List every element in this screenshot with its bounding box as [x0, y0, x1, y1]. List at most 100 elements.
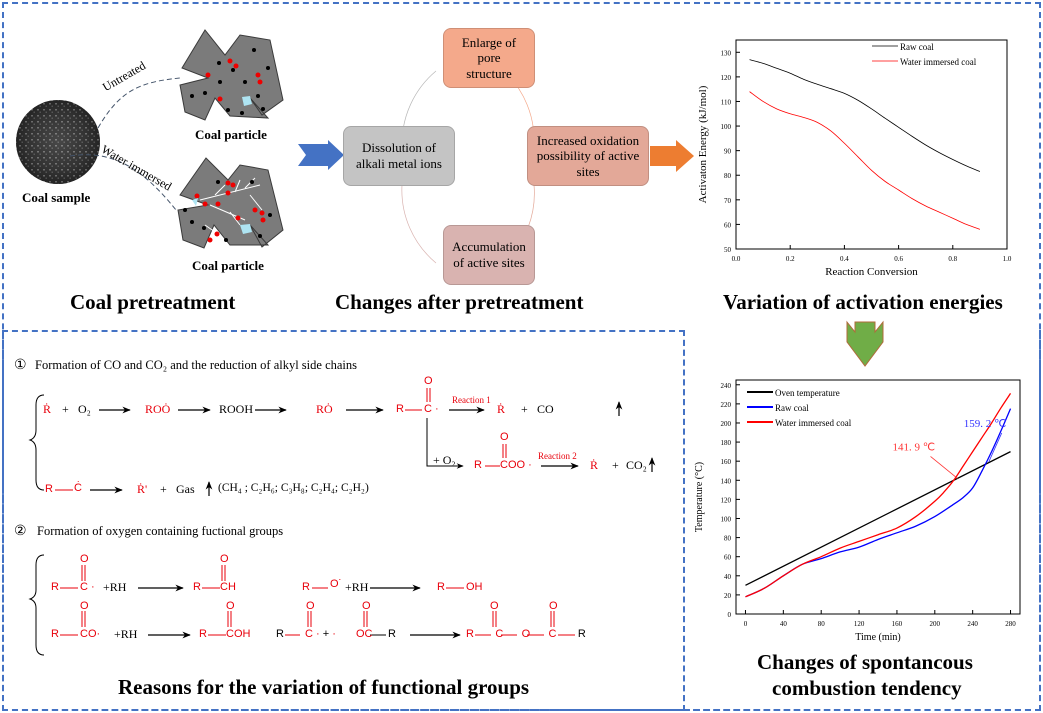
annotation-label: 159. 2 ℃	[964, 418, 1007, 430]
legend-label: Water immersed coal	[775, 418, 852, 428]
y-tick-label: 110	[721, 98, 732, 106]
fg-o-radical: O˙	[330, 578, 343, 590]
species-co: CO	[537, 402, 554, 416]
series-line-water-immersed-coal	[749, 91, 981, 230]
enlarge-pore-box: Enlarge of pore structure	[443, 28, 535, 88]
fg-anhydride: R C O C R	[466, 628, 586, 640]
plus-3: +	[612, 458, 619, 472]
y-tick-label: 80	[724, 172, 732, 180]
functional-groups-title: Reasons for the variation of functional …	[118, 675, 530, 699]
species-co2: CO₂	[626, 458, 647, 472]
fg-oh: OH	[466, 581, 483, 593]
annotation-arrow	[988, 432, 1003, 463]
species-o2: O₂	[78, 402, 91, 416]
section2-heading: Formation of oxygen containing fuctional…	[37, 524, 284, 538]
y-tick-label: 100	[721, 515, 732, 523]
species-r-prime: Ṙ'	[137, 482, 148, 496]
green-arrow-icon	[846, 320, 884, 367]
section2-marker: ②	[14, 524, 27, 539]
y-tick-label: 20	[724, 592, 732, 600]
legend-label: Raw coal	[775, 403, 809, 413]
fg-r-8: R	[388, 628, 396, 640]
fg-o-8: O	[549, 600, 558, 612]
fg-r-2: R	[193, 581, 201, 593]
accumulation-active-sites-box: Accumulation of active sites	[443, 225, 535, 285]
blue-arrow-icon	[298, 140, 344, 170]
species-r-radical-2: Ṙ	[497, 402, 506, 416]
plot-frame	[735, 379, 1021, 615]
x-axis-label: Reaction Conversion	[825, 266, 918, 278]
y-tick-label: 40	[724, 573, 732, 581]
x-tick-label: 200	[930, 620, 941, 628]
fg-o-5: O	[306, 600, 315, 612]
fg-r-3: R	[302, 581, 310, 593]
y-tick-label: 120	[721, 74, 732, 82]
y-axis-label: Temperature (°C)	[694, 462, 705, 532]
fg-r-1: R	[51, 581, 59, 593]
x-tick-label: 1.0	[1003, 255, 1012, 263]
x-tick-label: 0.0	[732, 255, 741, 263]
carbonyl-o-2: O	[500, 431, 509, 443]
fg-ch: CH	[220, 581, 236, 593]
fg-o-6: O	[362, 600, 371, 612]
legend-label: Oven temperature	[775, 388, 840, 398]
acylperoxy-coo: COO ·	[500, 459, 532, 471]
section1-heading: Formation of CO and CO₂ and the reductio…	[35, 358, 358, 372]
acyl-r: R	[396, 403, 404, 415]
coal-particle-label-top: Coal particle	[195, 127, 267, 142]
x-tick-label: 0	[744, 620, 748, 628]
x-tick-label: 80	[818, 620, 826, 628]
carbonyl-o-1: O	[424, 375, 433, 387]
species-rooh: ROOH	[219, 402, 254, 416]
changes-title: Changes after pretreatment	[335, 290, 584, 314]
dissolution-alkali-box: Dissolution of alkali metal ions	[343, 126, 455, 186]
y-tick-label: 160	[721, 458, 732, 466]
y-tick-label: 120	[721, 496, 732, 504]
y-tick-label: 220	[721, 401, 732, 409]
plus-2: +	[521, 402, 528, 416]
plus-4: +	[160, 482, 167, 496]
series-line-raw-coal	[745, 408, 1012, 598]
fg-r-6: R	[199, 628, 207, 640]
y-tick-label: 90	[724, 148, 732, 156]
y-tick-label: 130	[721, 49, 732, 57]
coal-particle-water-immersed-image	[177, 157, 284, 249]
x-tick-label: 160	[892, 620, 903, 628]
x-tick-label: 40	[780, 620, 788, 628]
fg-c-2: C · + ·	[305, 628, 336, 640]
annotation-arrow	[930, 456, 958, 479]
y-tick-label: 60	[724, 554, 732, 562]
x-tick-label: 280	[1005, 620, 1016, 628]
fg-co: CO·	[80, 628, 101, 640]
section1-marker: ①	[14, 358, 27, 373]
series-line-water-immersed-coal	[745, 393, 1012, 598]
combustion-title-line2: combustion tendency	[772, 676, 962, 700]
y-tick-label: 60	[724, 221, 732, 229]
fg-o-2: O	[220, 553, 229, 565]
annotation-label: 141. 9 ℃	[893, 441, 936, 453]
x-tick-label: 120	[854, 620, 865, 628]
rc-c: Ċ	[74, 482, 82, 494]
fg-coh: COH	[226, 628, 251, 640]
combustion-frame	[683, 330, 1041, 711]
pretreatment-illustration	[16, 29, 284, 249]
reaction1-label: Reaction 1	[452, 395, 491, 405]
species-gas-list: (CH₄ ; C₂H₆; C₃H₈; C₂H₄; C₂H₂)	[218, 482, 369, 494]
y-tick-label: 50	[724, 246, 732, 254]
fg-o-4: O	[226, 600, 235, 612]
acyl-c: C ·	[424, 403, 439, 415]
y-tick-label: 100	[721, 123, 732, 131]
x-axis-label: Time (min)	[855, 632, 900, 643]
fg-r-5: R	[51, 628, 59, 640]
series-line-oven-temperature	[745, 451, 1011, 586]
acylperoxy-r: R	[474, 459, 482, 471]
fg-oc: OC	[356, 628, 373, 640]
species-gas: Gas	[176, 482, 195, 496]
species-r-radical-3: Ṙ	[590, 458, 599, 472]
fg-o-3: O	[80, 600, 89, 612]
y-tick-label: 240	[721, 382, 732, 390]
fg-r-7: R	[276, 628, 284, 640]
combustion-title-line1: Changes of spontancous	[757, 650, 973, 674]
